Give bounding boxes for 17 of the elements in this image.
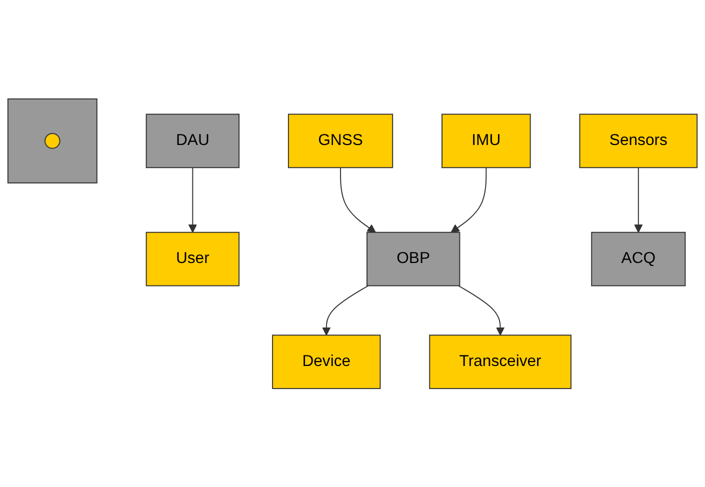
arrow bbox=[458, 285, 505, 336]
node-box: Sensors bbox=[579, 114, 698, 168]
node-box: Device bbox=[272, 334, 381, 389]
cluster bbox=[7, 98, 98, 184]
arrow bbox=[322, 285, 369, 336]
arrow bbox=[450, 166, 487, 233]
arrow bbox=[340, 166, 376, 233]
node-circle bbox=[44, 132, 60, 149]
node-box: GNSS bbox=[288, 114, 394, 168]
arrow bbox=[634, 166, 643, 233]
node-box: Transceiver bbox=[429, 334, 572, 389]
node-box: IMU bbox=[442, 114, 531, 168]
node-box: User bbox=[146, 232, 240, 286]
node-box: DAU bbox=[146, 114, 240, 168]
node-box: OBP bbox=[366, 232, 460, 286]
arrow bbox=[188, 166, 198, 233]
node-box: ACQ bbox=[591, 232, 686, 286]
